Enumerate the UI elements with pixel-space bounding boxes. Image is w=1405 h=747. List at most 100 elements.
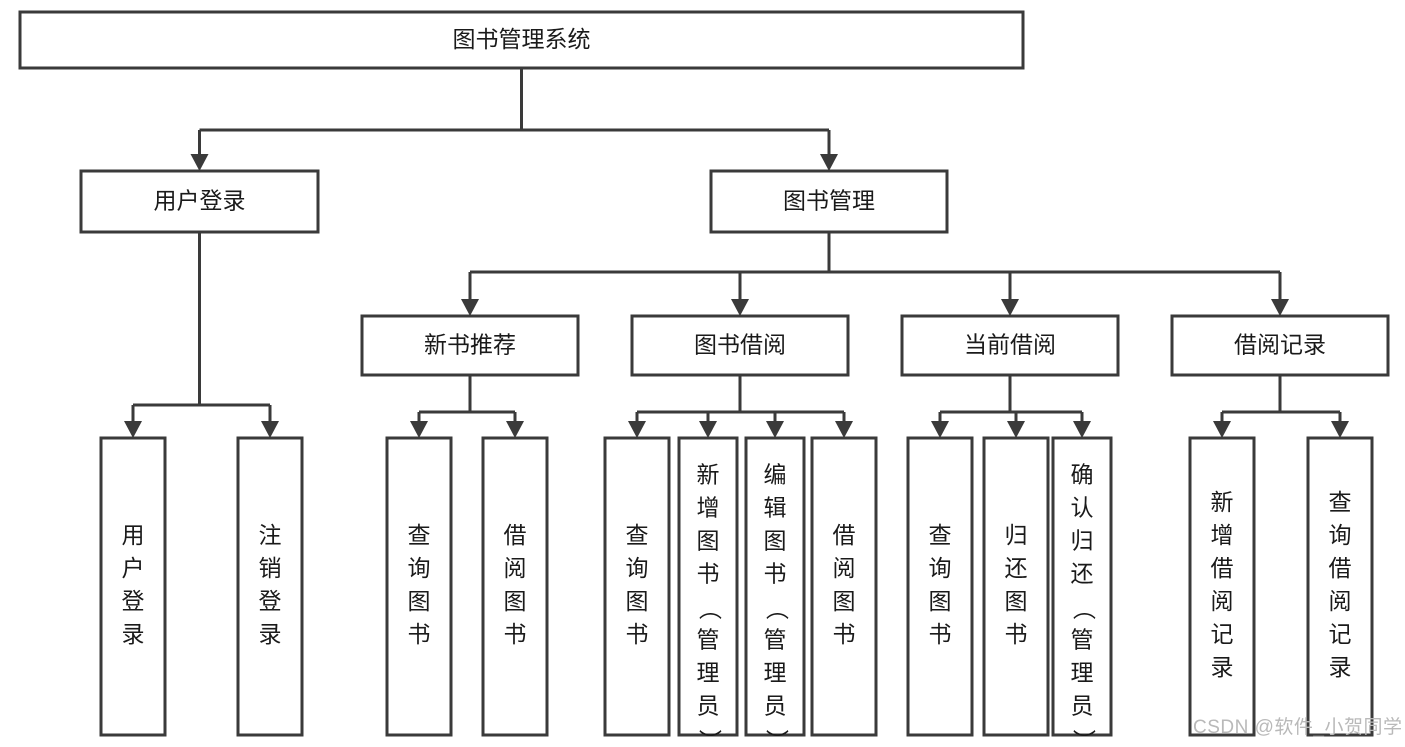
node-user-login[interactable]: 用户登录 — [79, 169, 320, 234]
node-label-leaf-query-borrow-record-char-0: 查 — [1329, 489, 1352, 515]
node-box-book-manage — [709, 169, 949, 234]
node-label-leaf-return-book-char-3: 书 — [1005, 621, 1028, 647]
node-label-leaf-query-borrow-record-char-2: 借 — [1329, 555, 1352, 581]
node-label-user-login: 用户登录 — [154, 188, 246, 214]
node-label-leaf-borrow-book-1-char-2: 图 — [504, 588, 527, 614]
node-label-leaf-edit-book-admin-char-6: 理 — [764, 660, 787, 686]
arrow-head-user-login — [190, 154, 209, 171]
node-box-leaf-add-borrow-record — [1188, 436, 1256, 737]
node-label-leaf-confirm-return-admin-char-1: 认 — [1071, 495, 1094, 521]
connector-layer — [124, 68, 1349, 438]
node-label-leaf-add-borrow-record-char-5: 录 — [1211, 654, 1234, 680]
node-label-leaf-edit-book-admin-char-1: 辑 — [764, 495, 787, 521]
node-label-leaf-return-book-char-0: 归 — [1005, 522, 1028, 548]
node-box-user-login — [79, 169, 320, 234]
arrow-head-leaf-logout-login — [261, 421, 279, 438]
node-label-leaf-return-book-char-2: 图 — [1005, 588, 1028, 614]
node-label-leaf-query-book-3-char-1: 询 — [929, 555, 952, 581]
node-label-leaf-query-borrow-record-char-1: 询 — [1329, 522, 1352, 548]
arrow-head-current-borrow — [1001, 299, 1019, 316]
node-label-leaf-query-borrow-record-char-3: 阅 — [1329, 588, 1352, 614]
node-layer: 图书管理系统用户登录图书管理新书推荐图书借阅当前借阅借阅记录用户登录注销登录查询… — [18, 10, 1390, 747]
arrow-head-leaf-borrow-book-2 — [835, 421, 853, 438]
node-book-borrow[interactable]: 图书借阅 — [630, 314, 850, 377]
node-label-leaf-confirm-return-admin-char-2: 归 — [1071, 528, 1094, 554]
node-label-leaf-add-book-admin-char-1: 增 — [697, 495, 720, 521]
node-label-leaf-query-book-1-char-3: 书 — [408, 621, 431, 647]
node-box-leaf-user-login — [99, 436, 167, 737]
node-leaf-user-login[interactable]: 用户登录 — [99, 436, 167, 737]
arrow-head-leaf-query-borrow-record — [1331, 421, 1349, 438]
node-label-new-book-recommend: 新书推荐 — [424, 332, 516, 358]
arrow-head-leaf-query-book-2 — [628, 421, 646, 438]
arrow-head-new-book-recommend — [461, 299, 479, 316]
node-label-leaf-confirm-return-admin-char-7: 员 — [1071, 693, 1094, 719]
node-label-leaf-query-borrow-record-char-5: 录 — [1329, 654, 1352, 680]
node-box-leaf-query-book-2 — [603, 436, 671, 737]
node-label-leaf-query-book-1-char-1: 询 — [408, 555, 431, 581]
node-label-book-manage: 图书管理 — [783, 188, 875, 214]
node-box-leaf-add-book-admin — [677, 436, 739, 737]
arrow-head-leaf-query-book-3 — [931, 421, 949, 438]
node-label-leaf-confirm-return-admin-char-6: 理 — [1071, 660, 1094, 686]
node-label-borrow-record: 借阅记录 — [1234, 332, 1326, 358]
node-label-leaf-borrow-book-2-char-1: 阅 — [833, 555, 856, 581]
node-box-leaf-return-book — [982, 436, 1050, 737]
node-label-leaf-borrow-book-2-char-0: 借 — [833, 522, 856, 548]
node-label-leaf-add-borrow-record-char-1: 增 — [1211, 522, 1234, 548]
node-label-leaf-query-book-2-char-3: 书 — [626, 621, 649, 647]
node-box-leaf-query-borrow-record — [1306, 436, 1374, 737]
node-box-leaf-logout-login — [236, 436, 304, 737]
arrow-head-leaf-borrow-book-1 — [506, 421, 524, 438]
node-label-leaf-query-book-1-char-0: 查 — [408, 522, 431, 548]
node-borrow-record[interactable]: 借阅记录 — [1170, 314, 1390, 377]
node-label-leaf-query-borrow-record-char-4: 记 — [1329, 621, 1352, 647]
node-label-leaf-edit-book-admin-char-8: ） — [764, 729, 790, 747]
node-new-book-recommend[interactable]: 新书推荐 — [360, 314, 580, 377]
node-label-leaf-borrow-book-1-char-3: 书 — [504, 621, 527, 647]
node-label-leaf-edit-book-admin-char-0: 编 — [764, 462, 787, 488]
node-label-leaf-logout-login-char-3: 录 — [259, 621, 282, 647]
node-label-leaf-borrow-book-2-char-2: 图 — [833, 588, 856, 614]
node-label-leaf-logout-login-char-1: 销 — [259, 555, 282, 581]
node-label-leaf-add-borrow-record-char-0: 新 — [1211, 489, 1234, 515]
node-label-leaf-edit-book-admin-char-2: 图 — [764, 528, 787, 554]
node-label-leaf-add-book-admin-char-3: 书 — [697, 561, 720, 587]
node-label-book-borrow: 图书借阅 — [694, 332, 786, 358]
node-label-leaf-add-book-admin-char-4: （ — [697, 597, 723, 620]
node-label-leaf-user-login-char-0: 用 — [122, 522, 145, 548]
node-label-leaf-confirm-return-admin-char-5: 管 — [1071, 627, 1094, 653]
node-label-leaf-query-book-2-char-2: 图 — [626, 588, 649, 614]
node-current-borrow[interactable]: 当前借阅 — [900, 314, 1120, 377]
node-label-leaf-user-login-char-1: 户 — [122, 555, 145, 581]
node-label-leaf-add-book-admin-char-0: 新 — [697, 462, 720, 488]
arrow-head-leaf-return-book — [1007, 421, 1025, 438]
node-label-leaf-query-book-3-char-0: 查 — [929, 522, 952, 548]
node-root[interactable]: 图书管理系统 — [18, 10, 1025, 70]
arrow-head-leaf-confirm-return-admin — [1073, 421, 1091, 438]
node-label-leaf-add-book-admin-char-2: 图 — [697, 528, 720, 554]
node-box-new-book-recommend — [360, 314, 580, 377]
node-box-borrow-record — [1170, 314, 1390, 377]
node-label-leaf-edit-book-admin-char-4: （ — [764, 597, 790, 620]
node-label-current-borrow: 当前借阅 — [964, 332, 1056, 358]
node-box-leaf-query-book-3 — [906, 436, 974, 737]
node-box-leaf-query-book-1 — [385, 436, 453, 737]
node-box-root — [18, 10, 1025, 70]
node-book-manage[interactable]: 图书管理 — [709, 169, 949, 234]
node-label-leaf-borrow-book-1-char-1: 阅 — [504, 555, 527, 581]
